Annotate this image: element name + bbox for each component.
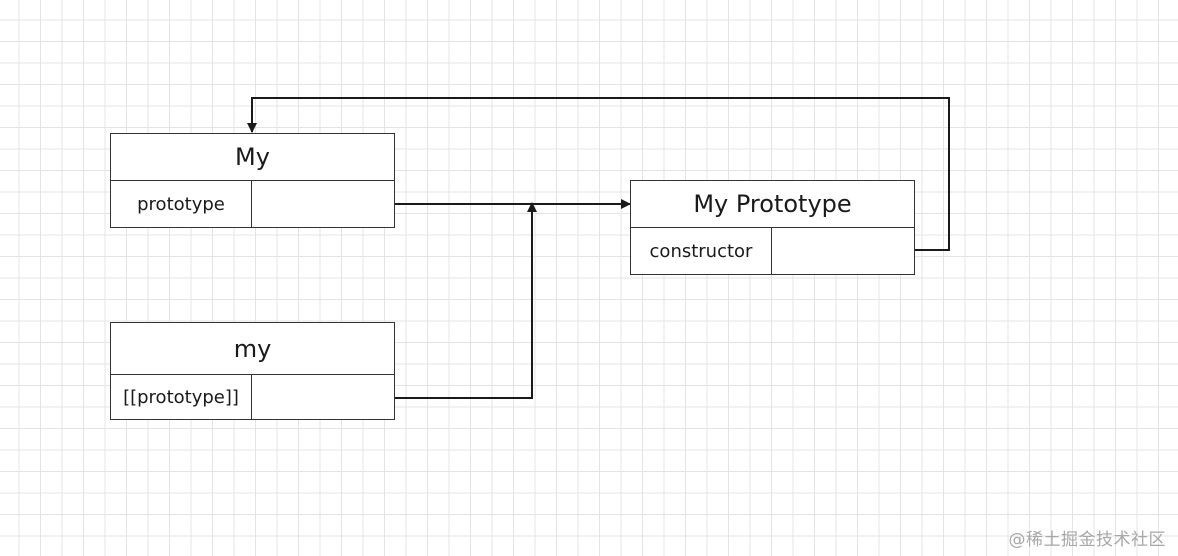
my-prototype-constructor-key: constructor: [631, 228, 772, 274]
my-instance-box: my [[prototype]]: [110, 322, 395, 420]
my-instance-proto-key: [[prototype]]: [111, 375, 252, 419]
my-prototype-constructor-value: [772, 228, 914, 274]
my-constructor-title: My: [111, 134, 394, 181]
watermark: @稀土掘金技术社区: [1008, 530, 1166, 550]
my-constructor-box: My prototype: [110, 133, 395, 228]
my-instance-proto-value: [252, 375, 394, 419]
my-constructor-prototype-value: [252, 181, 394, 227]
edge-constructor-to-my: [247, 97, 950, 251]
my-instance-title: my: [111, 323, 394, 375]
my-prototype-box: My Prototype constructor: [630, 180, 915, 275]
my-constructor-prototype-key: prototype: [111, 181, 252, 227]
my-prototype-title: My Prototype: [631, 181, 914, 228]
